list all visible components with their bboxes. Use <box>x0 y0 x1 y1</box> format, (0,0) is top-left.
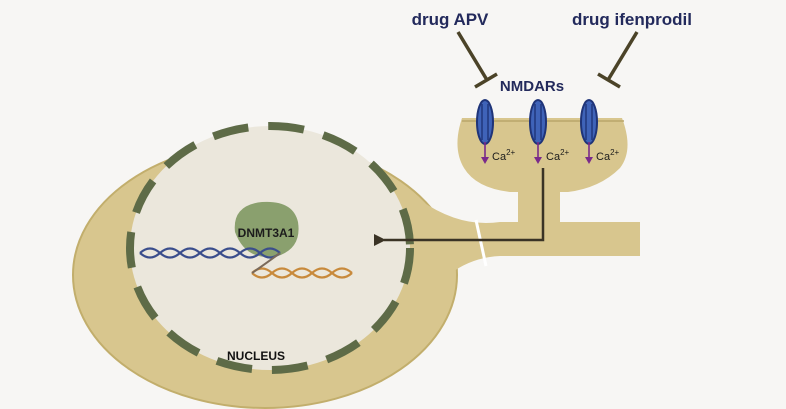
dna-helix <box>139 247 353 279</box>
calcium-ion-label-3: Ca2+ <box>596 148 620 163</box>
ifenprodil-inhibition-symbol <box>597 31 639 89</box>
nuclear-envelope <box>126 122 414 374</box>
nmdars-label: NMDARs <box>500 78 564 95</box>
dnmt3a1-label: DNMT3A1 <box>238 226 295 240</box>
calcium-ion-label-2: Ca2+ <box>546 148 570 163</box>
drug-ifenprodil-label: drug ifenprodil <box>572 10 692 29</box>
dnmt3a1-shape <box>234 201 299 257</box>
receptor-icon <box>529 99 547 145</box>
drug-apv-label: drug APV <box>412 10 489 29</box>
dnmt3a1-protein: DNMT3A1 <box>234 201 299 257</box>
signal-pathway-arrow <box>374 168 545 246</box>
calcium-ion-label-1: Ca2+ <box>492 148 516 163</box>
receptor-1 <box>476 99 494 164</box>
receptor-2 <box>529 99 547 164</box>
receptor-icon <box>580 99 598 145</box>
receptor-icon <box>476 99 494 145</box>
dna-strand-orange-b <box>251 267 353 279</box>
dna-bridge <box>251 252 281 274</box>
axon-neck <box>420 200 640 300</box>
dna-strand-blue-a <box>139 247 281 259</box>
apv-inhibition-symbol <box>456 31 498 89</box>
receptor-3 <box>580 99 598 164</box>
nucleus-label: NUCLEUS <box>227 349 285 363</box>
dna-strand-blue-b <box>139 247 281 259</box>
dna-strand-orange-a <box>251 267 353 279</box>
axon-break <box>474 219 488 267</box>
